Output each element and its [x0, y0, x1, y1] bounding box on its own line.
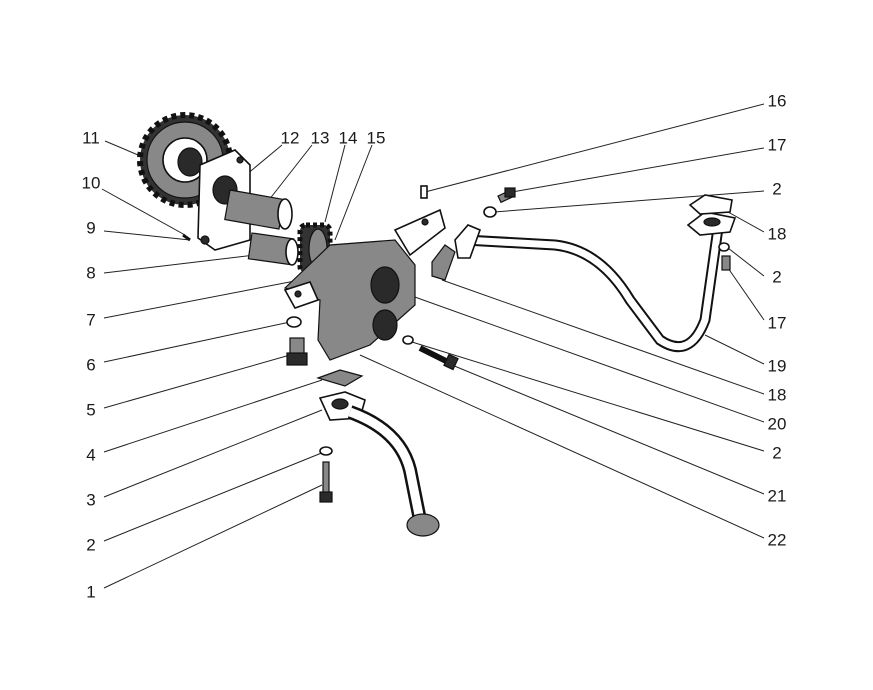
callout-18: 18: [767, 385, 787, 405]
callout-13: 13: [310, 128, 330, 148]
callout-20: 20: [767, 414, 787, 434]
driven-shaft-part: [247, 232, 299, 266]
callout-19: 19: [767, 356, 787, 376]
washer-part: [319, 446, 333, 456]
callout-11: 11: [82, 128, 100, 148]
callout-21: 21: [767, 486, 787, 506]
cover-and-shaft-part: [182, 149, 293, 251]
callout-7: 7: [86, 310, 96, 330]
callout-2: 2: [772, 267, 782, 287]
washer-part: [718, 242, 730, 252]
bolt-part: [721, 255, 731, 271]
callout-1: 1: [86, 582, 96, 602]
washer-part: [402, 335, 414, 345]
callout-6: 6: [86, 355, 96, 375]
callout-4: 4: [86, 445, 96, 465]
delivery-pipe-part: [454, 211, 737, 353]
callout-8: 8: [86, 263, 96, 283]
callout-17: 17: [767, 135, 787, 155]
intake-pipe-part: [318, 391, 440, 537]
callout-17: 17: [767, 313, 787, 333]
pump-body-part: [283, 208, 446, 361]
long-bolt-part: [418, 345, 459, 371]
callout-9: 9: [86, 218, 96, 238]
callout-12: 12: [280, 128, 300, 148]
washer-part: [286, 316, 302, 328]
callout-15: 15: [366, 128, 386, 148]
callout-22: 22: [767, 530, 787, 550]
callout-14: 14: [338, 128, 358, 148]
callout-10: 10: [81, 173, 101, 193]
callout-16: 16: [767, 91, 787, 111]
washer-part: [483, 206, 497, 218]
bolt-part: [497, 187, 516, 204]
callout-2: 2: [772, 179, 782, 199]
callout-2: 2: [86, 535, 96, 555]
flange-gasket-part: [688, 194, 733, 215]
callout-2: 2: [772, 443, 782, 463]
leader-lines: [101, 103, 765, 589]
callout-3: 3: [86, 490, 96, 510]
callout-5: 5: [86, 400, 96, 420]
callout-18: 18: [767, 224, 787, 244]
bolt-part: [319, 461, 333, 503]
plug-bolt-part: [286, 337, 308, 366]
pin-part: [420, 185, 428, 199]
intake-gasket-part: [316, 369, 364, 387]
gasket-part: [431, 244, 456, 281]
